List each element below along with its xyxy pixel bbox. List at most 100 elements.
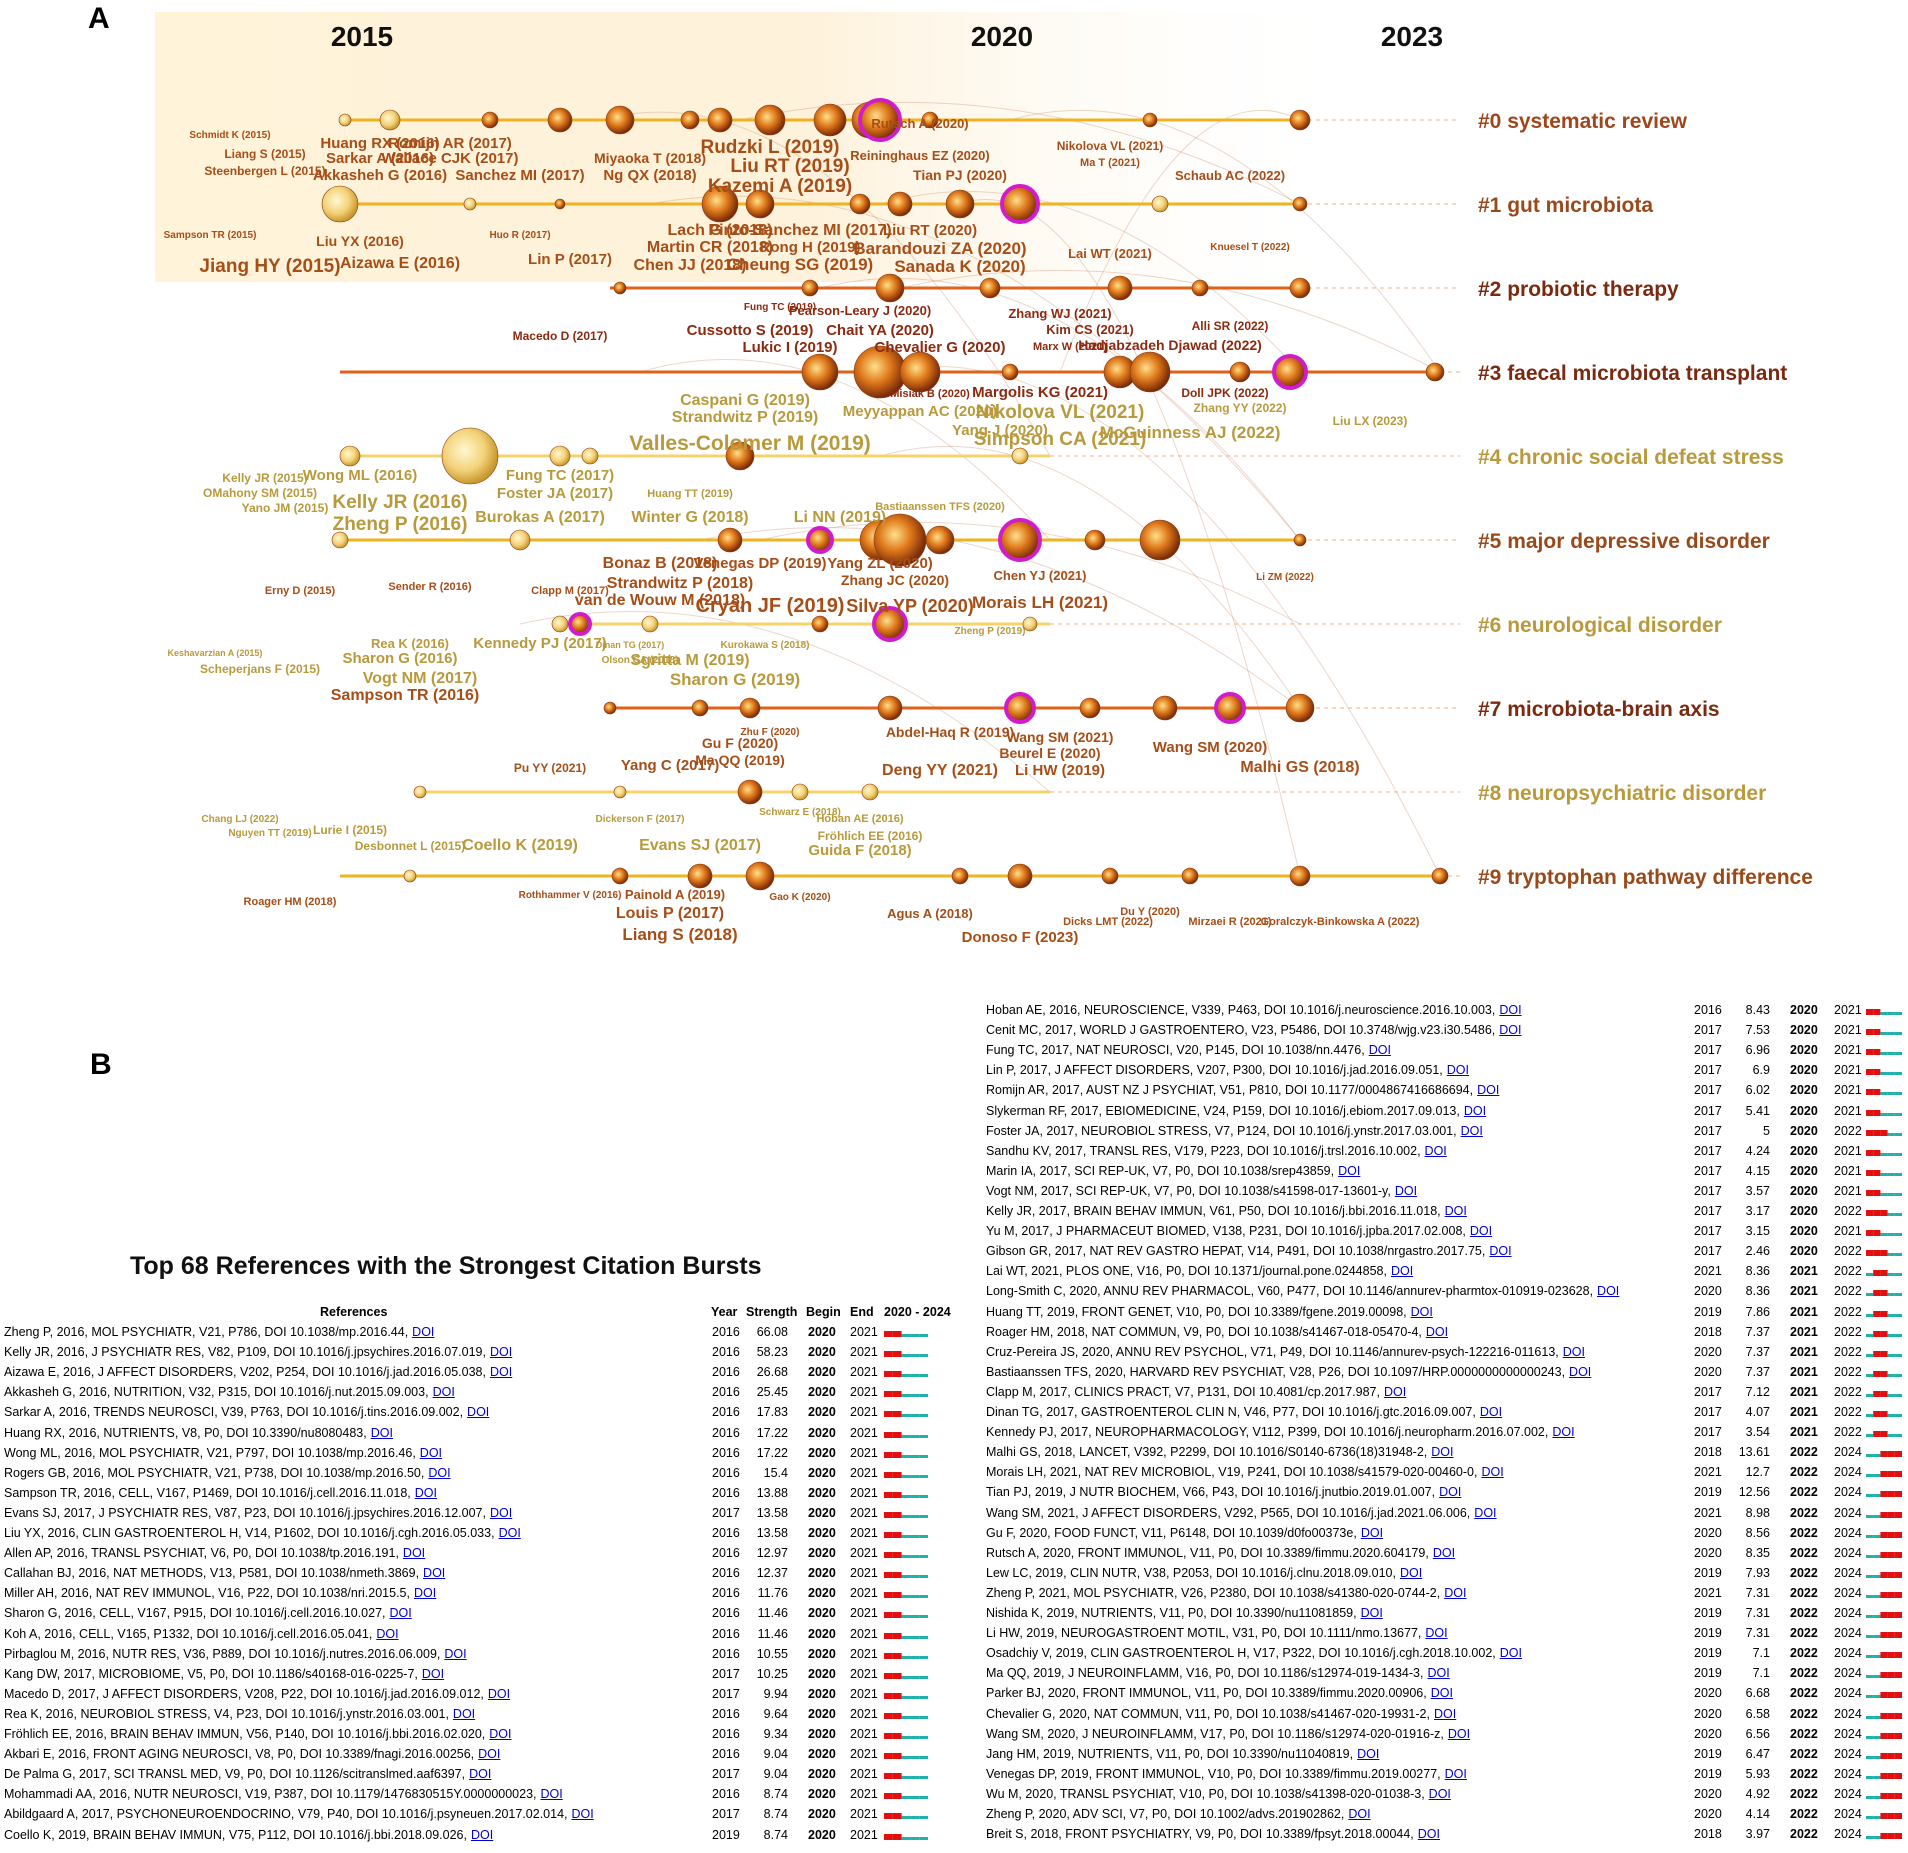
doi-link[interactable]: DOI [1425,1324,1449,1339]
doi-link[interactable]: DOI [1499,1003,1522,1017]
burst-segment [884,1612,893,1619]
doi-link[interactable]: DOI [1428,1786,1451,1801]
strength-cell: 6.02 [1745,1083,1770,1098]
doi-link[interactable]: DOI [414,1485,437,1500]
doi-link[interactable]: DOI [428,1465,451,1480]
doi-link[interactable]: DOI [1460,1123,1483,1138]
doi-link[interactable]: DOI [1338,1163,1361,1178]
doi-link[interactable]: DOI [1597,1284,1620,1299]
burst-row: Kennedy PJ, 2017, NEUROPHARMACOLOGY, V11… [986,1425,1906,1445]
doi-link[interactable]: DOI [370,1425,393,1440]
doi-link[interactable]: DOI [389,1606,412,1621]
nonburst-segment [1873,1816,1881,1819]
reference-citation: Lin P, 2017, J AFFECT DISORDERS, V207, P… [986,1063,1443,1078]
doi-link[interactable]: DOI [489,1727,512,1741]
burst-segment [1894,1813,1902,1819]
node-label: Hoban AE (2016) [816,813,903,825]
doi-link[interactable]: DOI [444,1646,467,1661]
doi-link[interactable]: DOI [1463,1103,1487,1118]
doi-link[interactable]: DOI [1410,1304,1433,1319]
doi-link[interactable]: DOI [489,1345,513,1360]
begin-cell: 2021 [1790,1304,1818,1319]
doi-link[interactable]: DOI [1417,1827,1441,1842]
doi-link[interactable]: DOI [412,1325,435,1339]
burst-bar [884,1813,928,1820]
doi-link[interactable]: DOI [1383,1384,1407,1399]
node-label: Ma QQ (2019) [695,752,784,768]
doi-link[interactable]: DOI [470,1827,494,1842]
citation-node [811,615,829,633]
doi-link[interactable]: DOI [467,1405,490,1420]
nonburst-segment [901,1555,911,1559]
doi-link[interactable]: DOI [489,1505,513,1520]
doi-link[interactable]: DOI [487,1686,511,1701]
doi-link[interactable]: DOI [419,1445,443,1460]
doi-link[interactable]: DOI [1489,1244,1512,1259]
reference-text: Miller AH, 2016, NAT REV IMMUNOL, V16, P… [4,1586,436,1600]
doi-link[interactable]: DOI [1569,1364,1592,1379]
burst-row: Morais LH, 2021, NAT REV MICROBIOL, V19,… [986,1465,1906,1485]
doi-link[interactable]: DOI [1360,1525,1384,1540]
doi-link[interactable]: DOI [421,1666,445,1681]
citation-node [1000,184,1040,224]
doi-link[interactable]: DOI [469,1767,492,1782]
nonburst-segment [1866,1836,1874,1840]
doi-link[interactable]: DOI [1562,1344,1585,1359]
doi-link[interactable]: DOI [1425,1626,1448,1641]
doi-link[interactable]: DOI [376,1626,399,1641]
doi-link[interactable]: DOI [1394,1183,1418,1198]
doi-link[interactable]: DOI [1431,1445,1454,1460]
doi-link[interactable]: DOI [452,1706,476,1721]
doi-link[interactable]: DOI [1479,1405,1503,1419]
doi-link[interactable]: DOI [402,1546,426,1561]
strength-cell: 3.97 [1745,1827,1770,1842]
column-header-begin: Begin [806,1305,841,1319]
doi-link[interactable]: DOI [1474,1505,1497,1520]
begin-cell: 2020 [1790,1123,1818,1138]
cluster-label-6: #6 neurological disorder [1478,614,1722,637]
doi-link[interactable]: DOI [498,1526,521,1540]
doi-link[interactable]: DOI [1499,1023,1522,1038]
doi-link[interactable]: DOI [489,1365,513,1380]
doi-link[interactable]: DOI [571,1807,594,1822]
doi-link[interactable]: DOI [540,1787,563,1802]
doi-link[interactable]: DOI [1444,1766,1467,1781]
doi-link[interactable]: DOI [1427,1666,1450,1681]
doi-link[interactable]: DOI [1481,1465,1504,1480]
year-cell: 2017 [1694,1063,1722,1078]
doi-link[interactable]: DOI [1499,1646,1522,1661]
doi-link[interactable]: DOI [1477,1083,1500,1098]
doi-link[interactable]: DOI [413,1586,437,1601]
doi-link[interactable]: DOI [1348,1807,1371,1821]
doi-link[interactable]: DOI [478,1747,501,1762]
doi-link[interactable]: DOI [1399,1565,1423,1580]
doi-link[interactable]: DOI [1424,1143,1447,1158]
burst-segment [1894,1612,1902,1618]
burst-row: Mohammadi AA, 2016, NUTR NEUROSCI, V19, … [4,1787,964,1807]
begin-cell: 2022 [1790,1786,1818,1801]
node-label: Meyyappan AC (2020) [843,403,998,420]
doi-link[interactable]: DOI [1357,1746,1380,1761]
doi-link[interactable]: DOI [423,1566,446,1581]
doi-link[interactable]: DOI [1368,1043,1391,1058]
doi-link[interactable]: DOI [1390,1264,1414,1279]
burst-segment [1880,1571,1888,1578]
doi-link[interactable]: DOI [432,1385,455,1400]
doi-link[interactable]: DOI [1447,1726,1471,1741]
doi-link[interactable]: DOI [1433,1706,1457,1721]
doi-link[interactable]: DOI [1552,1425,1575,1440]
burst-bar [884,1712,928,1719]
doi-link[interactable]: DOI [1439,1485,1462,1500]
end-cell: 2021 [850,1686,878,1701]
doi-link[interactable]: DOI [1432,1545,1456,1560]
citation-node [641,615,659,633]
doi-link[interactable]: DOI [1469,1224,1493,1239]
doi-link[interactable]: DOI [1446,1063,1469,1078]
doi-link[interactable]: DOI [1444,1204,1467,1218]
year-cell: 2017 [1694,1083,1722,1098]
doi-link[interactable]: DOI [1444,1585,1467,1600]
doi-link[interactable]: DOI [1430,1686,1453,1701]
nonburst-segment [1866,1655,1874,1659]
doi-link[interactable]: DOI [1360,1606,1383,1620]
reference-citation: De Palma G, 2017, SCI TRANSL MED, V9, P0… [4,1767,466,1782]
